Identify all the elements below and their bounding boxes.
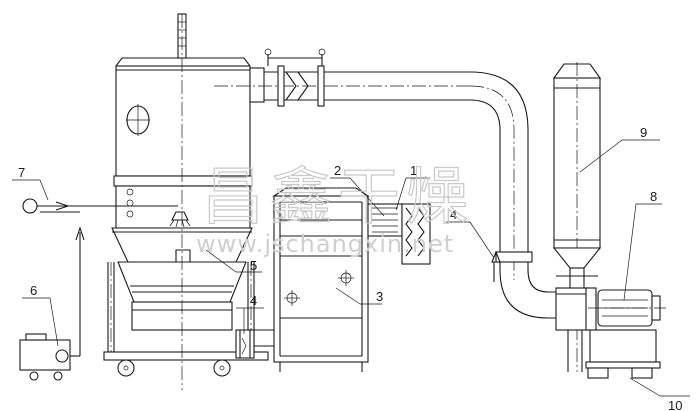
liquid-feed-pump (19, 226, 85, 381)
callout-4-valve: 4 (450, 207, 457, 222)
fan-unit (555, 287, 666, 379)
callout-2: 2 (334, 163, 341, 178)
callout-5: 5 (250, 258, 257, 273)
exhaust-duct (214, 48, 572, 319)
leader-lines (12, 139, 690, 397)
drying-tower (103, 13, 269, 390)
callout-8: 8 (650, 189, 657, 204)
watermark-brand: 昌鑫干燥 (202, 160, 474, 233)
watermark: 昌鑫干燥 www.jschangxin.net (196, 159, 474, 258)
callout-9: 9 (640, 125, 647, 140)
watermark-url: www.jschangxin.net (196, 230, 454, 258)
callout-4-damper: 4 (250, 293, 257, 308)
callout-3: 3 (376, 289, 383, 304)
inlet-damper (235, 329, 255, 359)
callout-1: 1 (410, 163, 417, 178)
callout-6: 6 (30, 283, 37, 298)
callout-7: 7 (18, 165, 25, 180)
callout-labels: 1 2 3 4 4 5 6 7 8 9 10 (18, 125, 682, 411)
callout-10: 10 (668, 398, 682, 411)
compressed-air-inlet (22, 198, 178, 214)
